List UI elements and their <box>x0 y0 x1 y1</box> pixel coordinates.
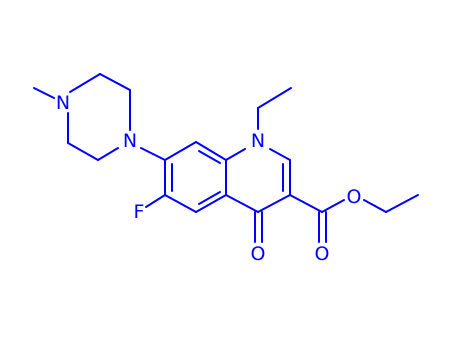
atom-label-o-keto: O <box>251 243 266 265</box>
bond-cester-oester <box>321 199 345 213</box>
bond-c8-c8a-double <box>198 150 221 164</box>
atom-label-o-ester: O <box>347 186 362 208</box>
bond-c4a-c5-double <box>198 191 221 205</box>
atom-label-n-pip-bottom: N <box>123 130 137 152</box>
bond-methyl-npip <box>33 87 55 99</box>
bond-c5-c6 <box>164 194 197 213</box>
atom-label-n1: N <box>251 130 265 152</box>
bond-ch2-ch3 <box>257 87 292 109</box>
bond-ester-ch2-ch3 <box>385 194 419 213</box>
atom-labels: N N N F O O O <box>56 92 362 265</box>
bond-c4-c4a <box>225 194 259 213</box>
atom-label-f: F <box>134 201 145 223</box>
bond-npip2-c7 <box>140 147 166 161</box>
bond-oester-ch2 <box>363 199 387 213</box>
bond-c3-cester <box>289 194 323 213</box>
bond-c3-c4 <box>257 194 291 213</box>
bonds <box>33 73 419 243</box>
bond-c3-c4 <box>67 142 99 161</box>
bond-c6-f <box>145 194 166 208</box>
bond-c8a-n1 <box>225 148 246 161</box>
bond-c8-c8a <box>195 141 227 161</box>
bond-c4a-c5 <box>195 194 227 213</box>
bond-npip2-c3 <box>97 147 119 161</box>
atom-label-n-pip-top: N <box>56 92 70 114</box>
bond-c7-c8 <box>164 141 197 161</box>
bond-n1-c2 <box>269 148 291 161</box>
bond-c1-c2 <box>99 73 131 91</box>
atom-label-o-carbonyl: O <box>315 243 330 265</box>
bond-npip-c1 <box>69 73 101 93</box>
